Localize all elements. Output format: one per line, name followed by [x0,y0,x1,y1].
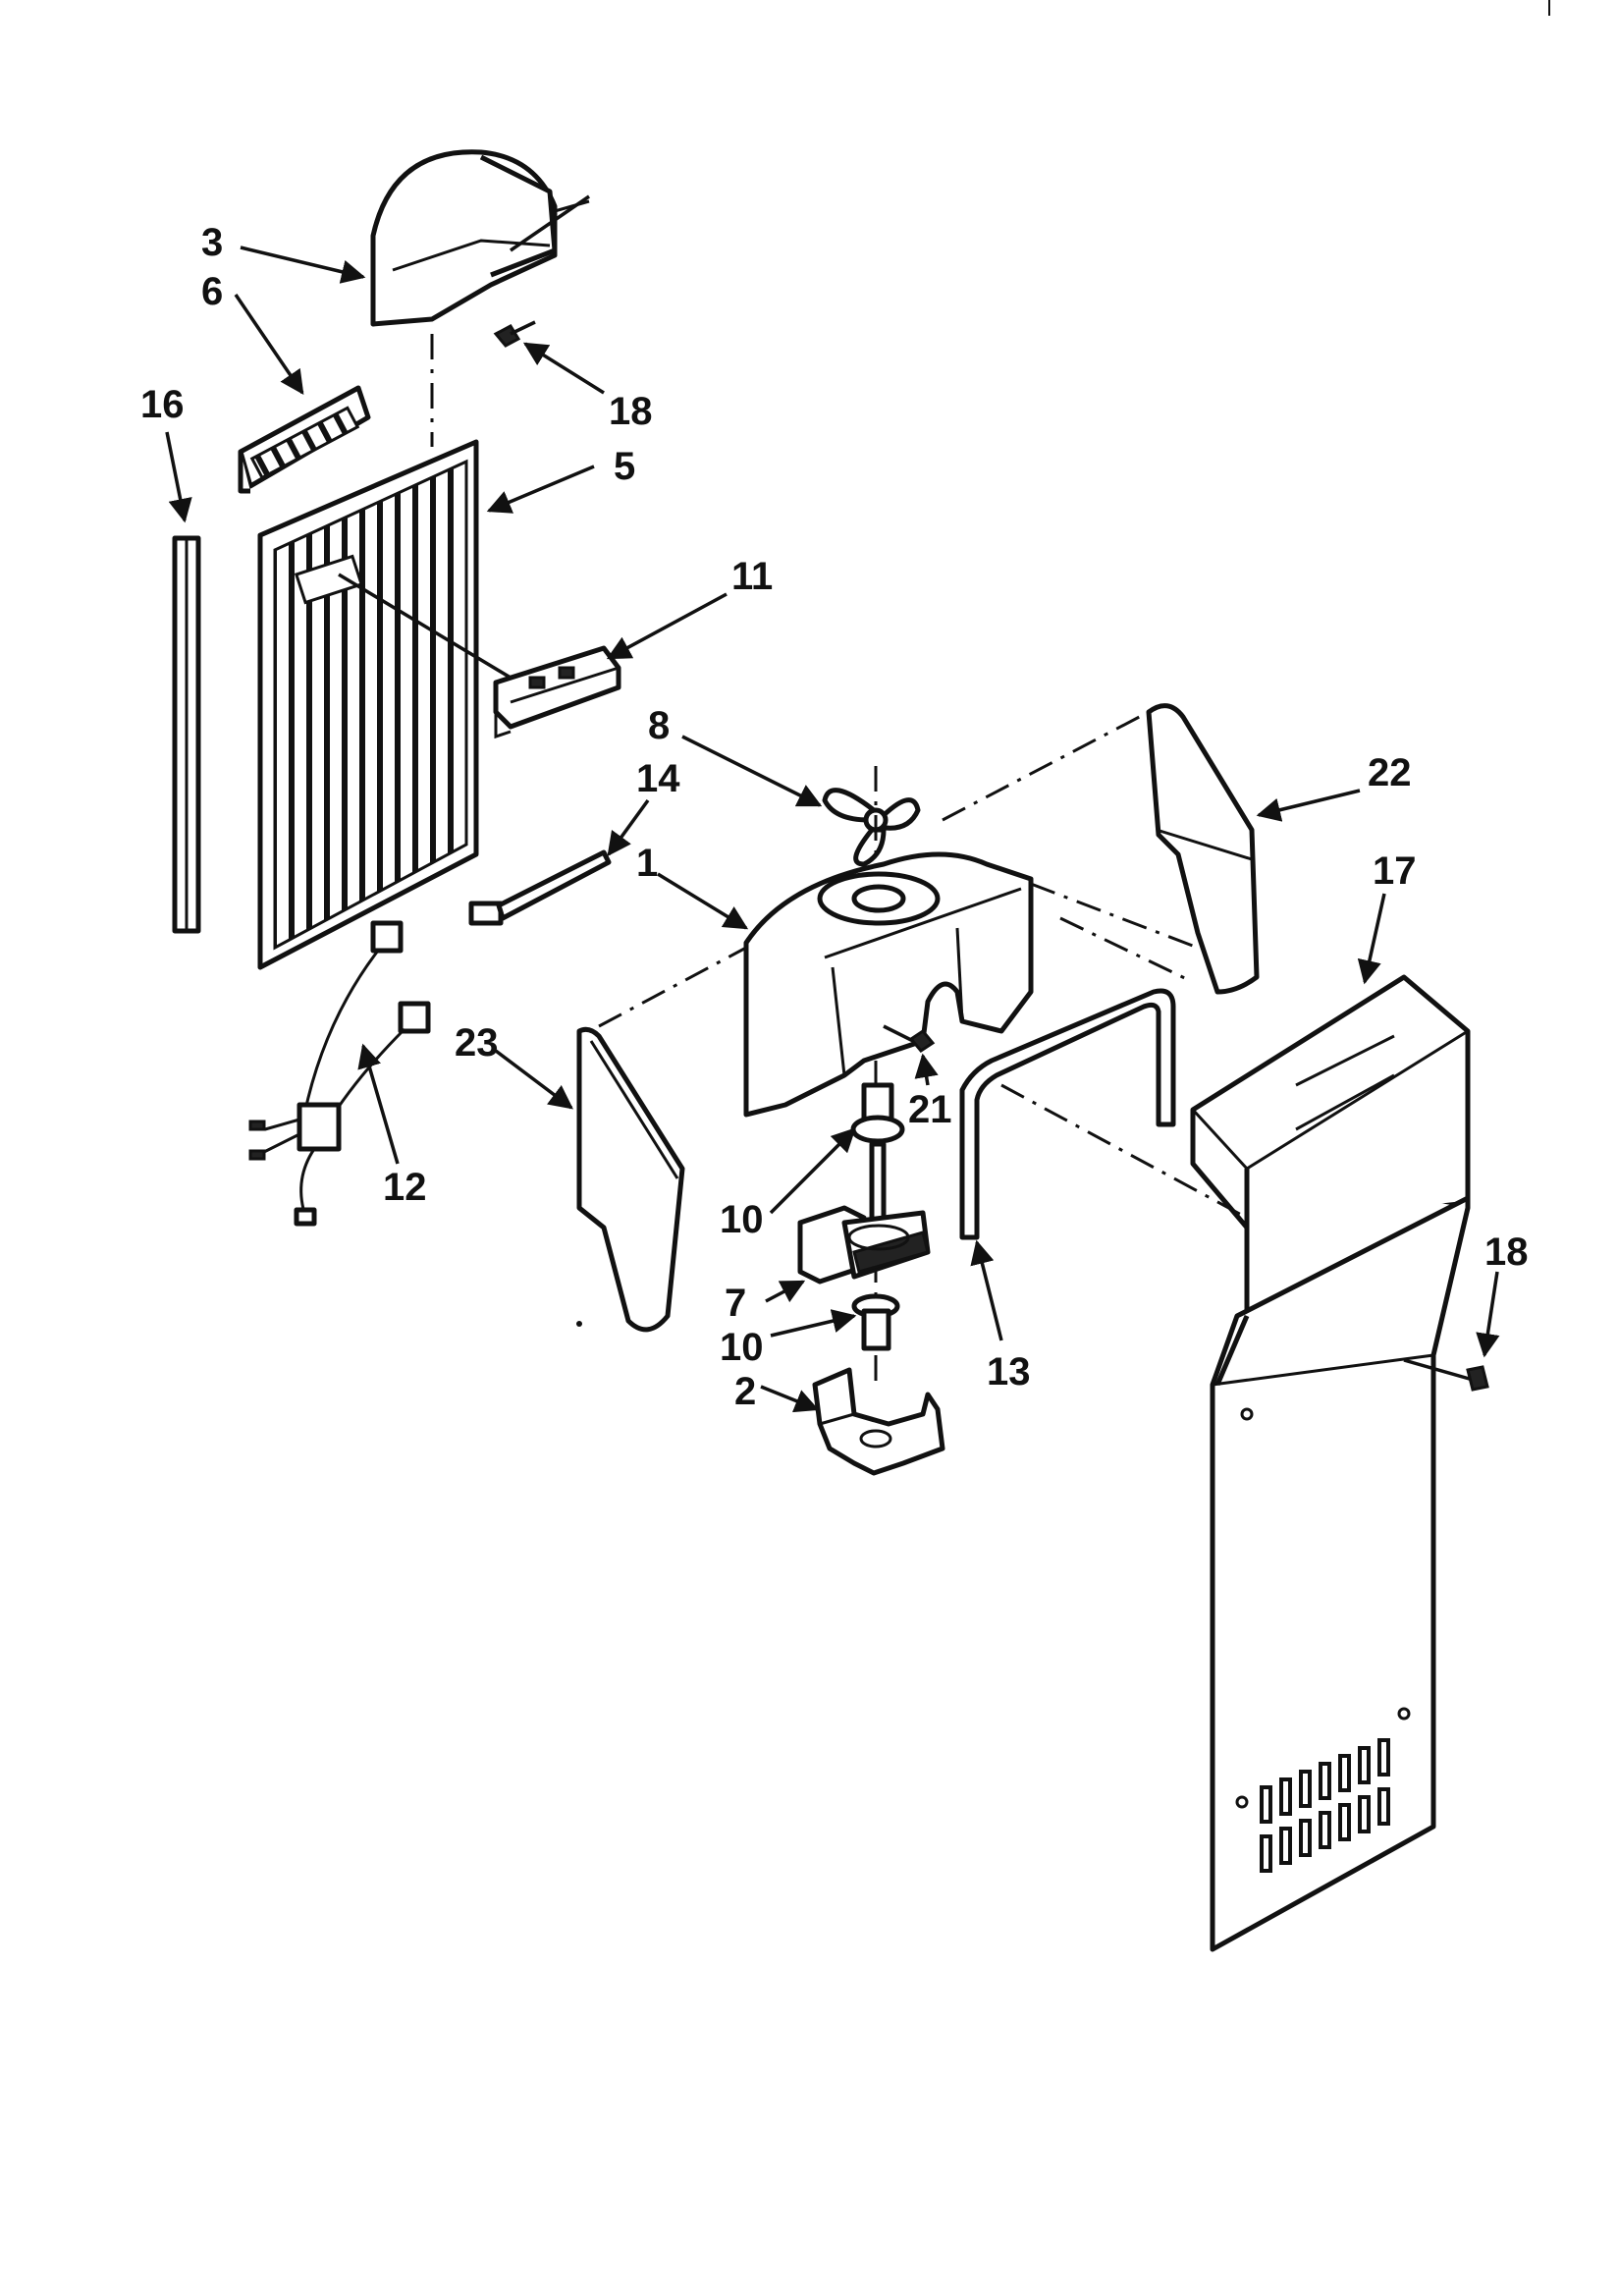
callout-18-bottom: 18 [1484,1230,1529,1274]
shroud-to-panel22-dashline-2 [1030,882,1199,950]
part-22-side-panel [1146,703,1260,995]
cover-to-bracket-line [338,573,512,680]
callout-12: 12 [383,1166,427,1209]
callout-labels: 3 6 16 18 5 11 8 14 1 22 17 23 12 21 10 … [140,221,1529,1413]
callout-6: 6 [201,270,223,313]
callout-11: 11 [731,555,773,598]
part-14-cable-tie [468,849,612,926]
callout-7: 7 [725,1282,746,1325]
callout-16: 16 [140,383,185,426]
leader-arrows [165,246,1500,1413]
callout-3: 3 [201,221,223,264]
part-11-bracket [493,645,621,739]
part-13-u-channel [959,988,1176,1240]
part-16-strip [172,535,201,934]
callout-1: 1 [636,842,658,885]
part-21-screw [883,1024,936,1053]
callout-22: 22 [1368,751,1412,794]
part-18-screw-top [493,320,536,348]
channel-to-panel17-dashline [1059,916,1194,984]
callout-2: 2 [734,1370,756,1413]
part-10-grommet-upper [850,1082,905,1144]
shroud-to-panel23-dashline [598,946,747,1028]
callout-10-upper: 10 [720,1198,764,1241]
part-10-grommet-lower [851,1293,900,1351]
duct-leader [510,194,590,252]
part-18-screw-bottom [1403,1358,1489,1392]
part-7-fan-motor [797,1141,931,1285]
part-1-fan-shroud [743,851,1034,1118]
part-5-evaporator-cover [257,439,479,970]
callout-23: 23 [455,1021,499,1065]
part-2-motor-bracket [812,1367,945,1476]
part-23-side-panel [576,1026,685,1333]
stray-dot [576,1321,582,1327]
callout-21: 21 [908,1088,952,1131]
part-8-fan-blade [822,788,921,867]
callout-14: 14 [636,757,680,800]
part-6-vent [238,385,371,494]
part-3-duct-cover [370,149,590,327]
part-17-access-panel [1190,974,1471,1952]
callout-8: 8 [648,704,670,747]
shroud-to-panel22-dashline [942,710,1150,822]
callout-18-top: 18 [609,390,653,433]
callout-13: 13 [987,1350,1031,1394]
callout-17: 17 [1373,849,1417,893]
callout-5: 5 [614,445,635,488]
callout-10-lower: 10 [720,1326,764,1369]
channel-to-panel17-dashline-2 [1000,1083,1248,1220]
part-12-wire-harness [248,920,431,1227]
